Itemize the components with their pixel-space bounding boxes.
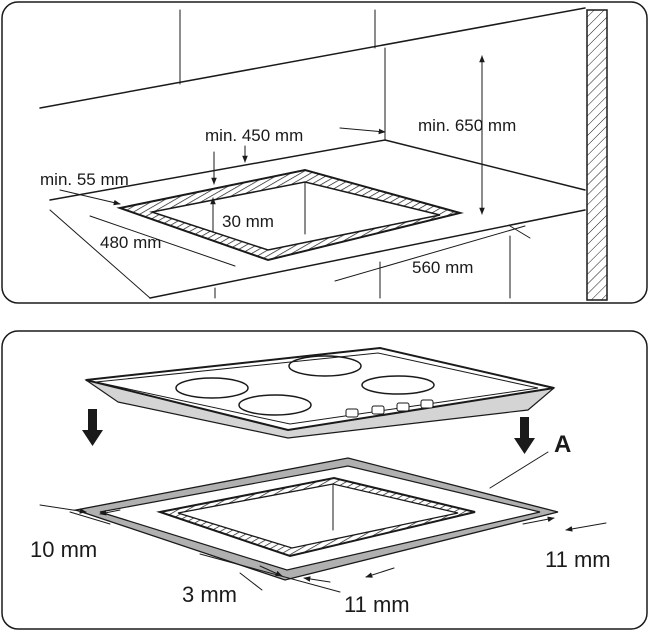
control-knob bbox=[371, 405, 385, 415]
sealing-gasket bbox=[73, 457, 559, 581]
worktop-cutout bbox=[116, 168, 464, 262]
dim-min-55-label: min. 55 mm bbox=[40, 170, 129, 189]
dim-560-label: 560 mm bbox=[412, 258, 473, 277]
cooking-zone bbox=[361, 375, 435, 395]
control-knob bbox=[420, 399, 434, 409]
side-wall bbox=[586, 9, 608, 301]
dim-min-650-label: min. 650 mm bbox=[418, 116, 516, 135]
part-label-a: A bbox=[554, 431, 571, 458]
dim-30-label: 30 mm bbox=[222, 212, 274, 231]
dim-min-450-label: min. 450 mm bbox=[205, 126, 303, 145]
control-knob bbox=[345, 408, 359, 418]
top-panel-frame bbox=[1, 1, 648, 304]
control-knob bbox=[396, 402, 410, 412]
dim-480-label: 480 mm bbox=[100, 233, 161, 252]
down-arrow-icon bbox=[82, 409, 103, 446]
down-arrow-icon bbox=[514, 417, 535, 454]
dimension-lines-bottom bbox=[39, 504, 607, 593]
cooking-zone bbox=[238, 394, 312, 416]
dim-11-right-label: 11 mm bbox=[545, 547, 611, 572]
top-panel: min. 650 mm min. 450 mm min. 55 mm 30 mm… bbox=[1, 1, 648, 304]
dimension-lines-top bbox=[59, 55, 531, 282]
wall-cabinet bbox=[39, 7, 586, 141]
dim-11-bottom-label: 11 mm bbox=[344, 592, 410, 617]
hob bbox=[84, 346, 556, 439]
cooking-zone bbox=[175, 377, 249, 399]
cooking-zone bbox=[288, 355, 362, 377]
dim-10-label: 10 mm bbox=[30, 537, 97, 562]
bottom-panel: A 10 mm 11 mm 3 mm 11 mm bbox=[1, 330, 648, 630]
worktop bbox=[49, 139, 586, 299]
dim-3-label: 3 mm bbox=[182, 582, 237, 607]
leader-line-a bbox=[489, 451, 549, 489]
